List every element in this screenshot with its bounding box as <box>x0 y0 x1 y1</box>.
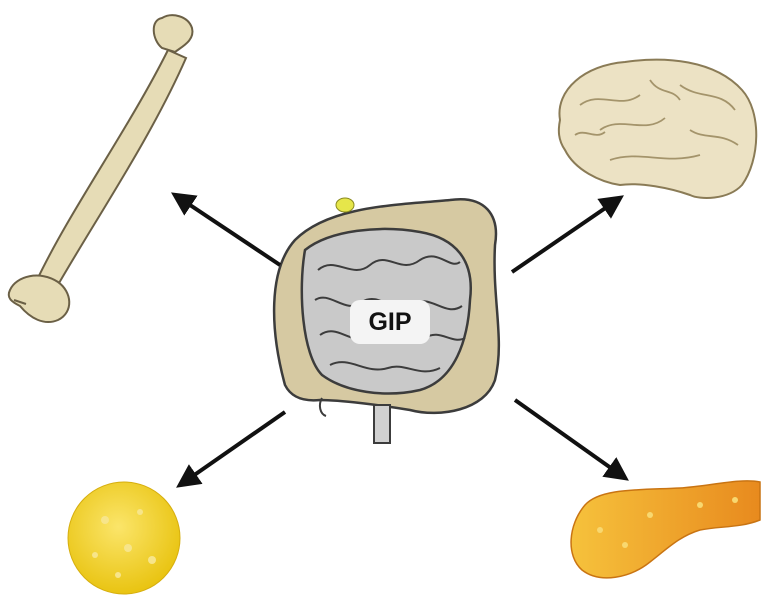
arrow-to-bone <box>175 195 280 265</box>
arrow-to-pancreas <box>515 400 625 478</box>
pancreas-icon <box>571 481 760 578</box>
fat-cell-icon <box>68 482 180 594</box>
brain-icon <box>559 60 756 198</box>
gip-label: GIP <box>350 300 430 344</box>
arrow-to-brain <box>512 198 620 272</box>
arrow-to-fat <box>180 412 285 485</box>
bone-icon <box>9 15 193 322</box>
